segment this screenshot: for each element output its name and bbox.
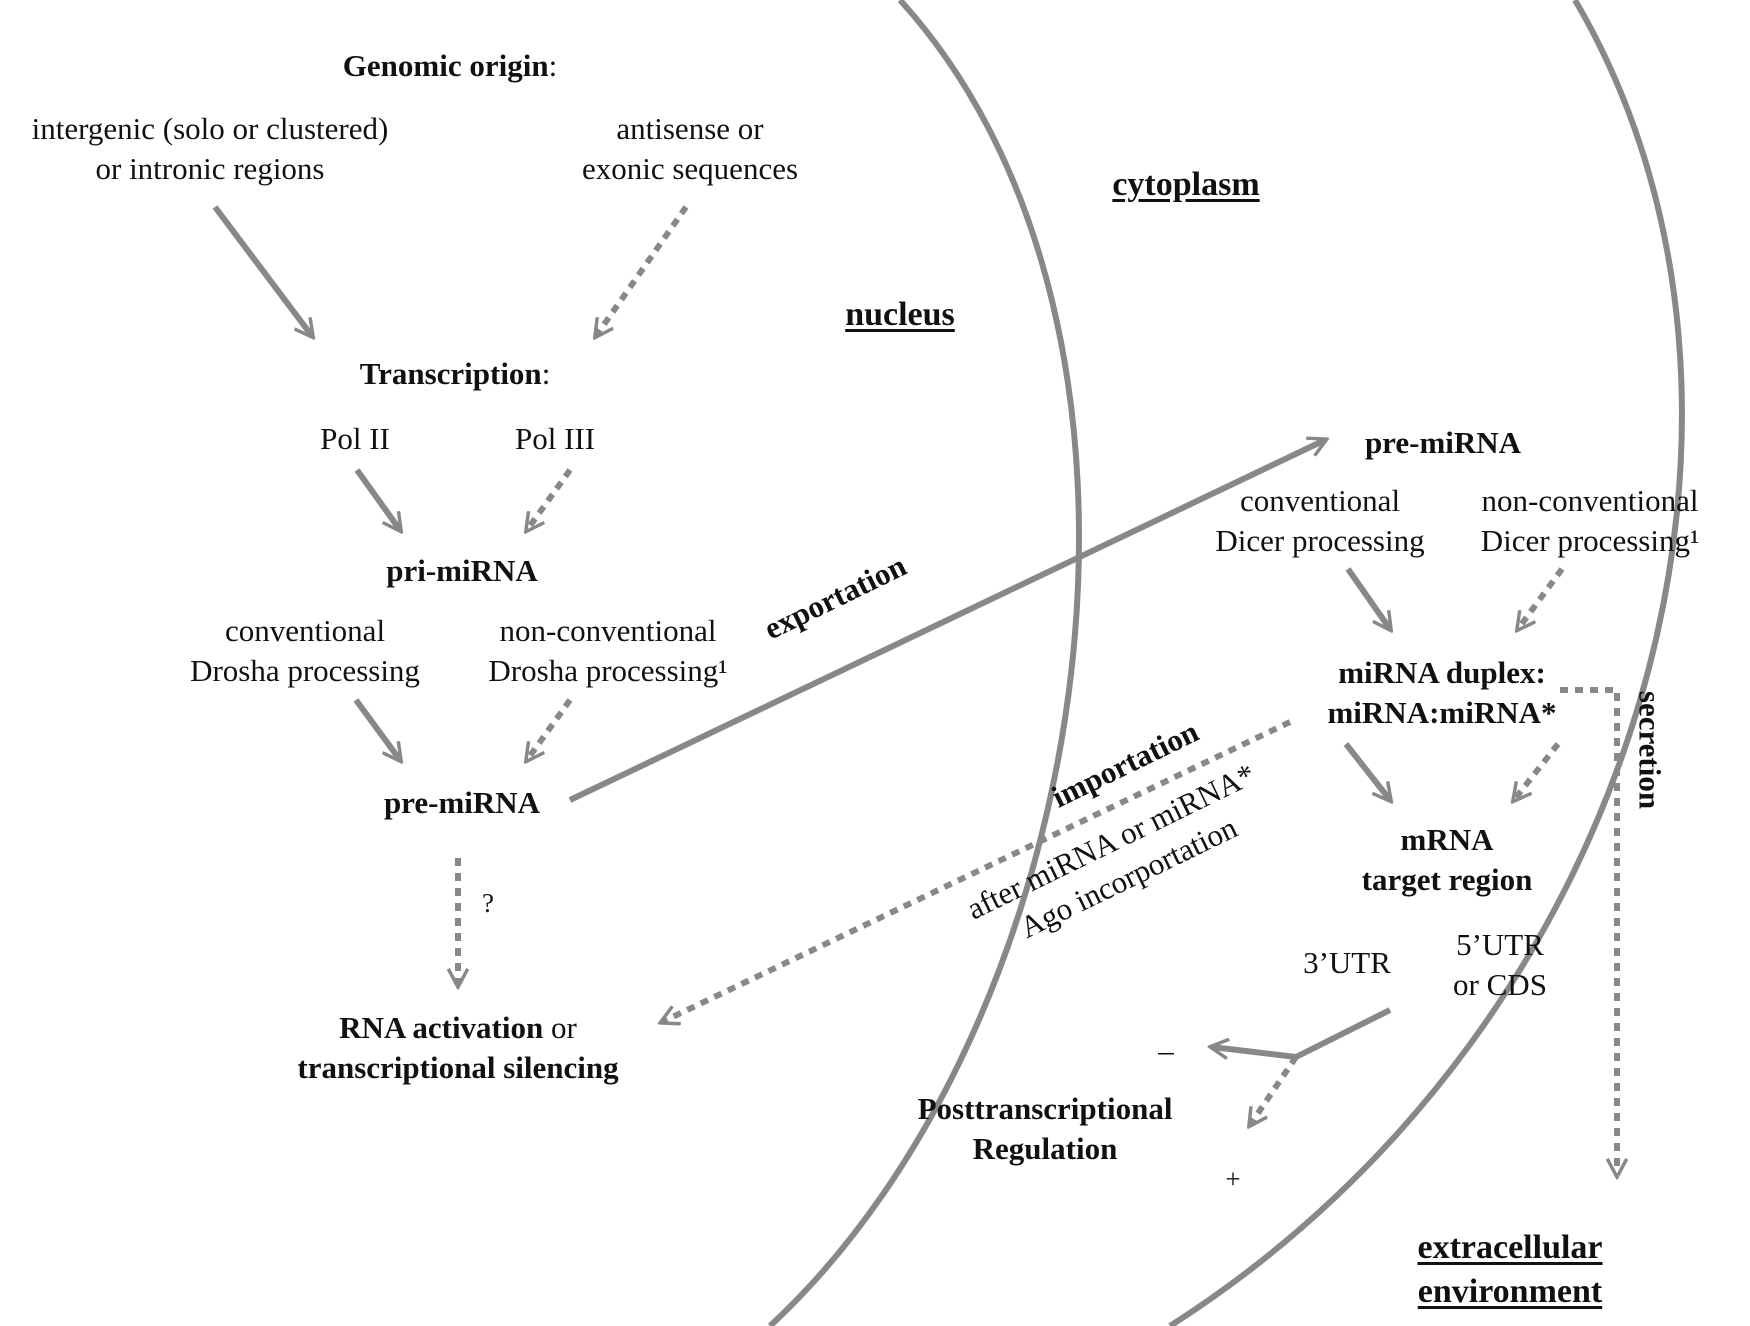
rna-activation-label: RNA activation or transcriptional silenc… (297, 1010, 619, 1086)
conventional-dicer-label: conventional Dicer processing (1215, 483, 1425, 559)
arrow-importation (662, 719, 1292, 1022)
extracellular-environment-label: extracellular environment (1417, 1226, 1602, 1314)
arrow-intergenic-to-transcription (212, 205, 312, 336)
nuclear-envelope-arc (767, 0, 1082, 1326)
arrow-negative-regulation (1212, 1047, 1297, 1060)
pol2-label: Pol II (320, 421, 390, 456)
arrow-pol2-to-pri-mirna (354, 468, 400, 530)
utr5-cds-label: 5’UTR or CDS (1453, 927, 1547, 1003)
transcription-heading: Transcription: (359, 356, 551, 391)
utr3-label: 3’UTR (1303, 945, 1391, 980)
pre-mirna-cytoplasm-label: pre-miRNA (1364, 425, 1522, 460)
arrow-antisense-to-transcription (596, 205, 689, 336)
extracellular-line1: extracellular (1417, 1229, 1603, 1266)
negative-regulation-sign: – (1158, 1033, 1174, 1068)
pri-mirna-label: pri-miRNA (386, 553, 538, 588)
intergenic-origin-label: intergenic (solo or clustered) or intron… (31, 111, 389, 187)
secretion-label: secretion (1632, 690, 1668, 810)
cytoplasm-label: cytoplasm (1112, 166, 1260, 203)
arrow-conv-dicer-to-duplex (1345, 567, 1390, 629)
nonconventional-drosha-label: non-conventional Drosha processing¹ (488, 613, 728, 689)
arrow-duplex-to-mrna (1343, 742, 1390, 800)
mrna-target-label: mRNA target region (1361, 822, 1533, 898)
conventional-drosha-label: conventional Drosha processing (190, 613, 420, 689)
mirna-duplex-label: miRNA duplex: miRNA:miRNA* (1327, 655, 1557, 731)
arrow-positive-regulation (1250, 1055, 1299, 1125)
pol3-label: Pol III (514, 421, 596, 456)
plasma-membrane-arc (1168, 0, 1685, 1326)
arrow-secretion (1560, 687, 1617, 1175)
arrow-pol3-to-pri-mirna (527, 468, 573, 530)
arrow-nonconv-dicer-to-duplex (1518, 567, 1565, 629)
arrow-nonconv-drosha-to-pre-mirna (527, 698, 573, 760)
pre-mirna-nuclear-label: pre-miRNA (383, 785, 541, 820)
extracellular-line2: environment (1417, 1273, 1603, 1311)
nucleus-label: nucleus (845, 296, 955, 333)
arrow-conv-drosha-to-pre-mirna (353, 698, 400, 760)
antisense-origin-label: antisense or exonic sequences (581, 111, 799, 187)
posttranscriptional-regulation-label: Posttranscriptional Regulation (917, 1091, 1173, 1167)
genomic-origin-heading: Genomic origin: (342, 48, 558, 83)
positive-regulation-sign: + (1225, 1164, 1241, 1194)
arrow-duplex-star-to-mrna (1514, 742, 1561, 800)
arrow-exportation (568, 440, 1325, 803)
arrow-target-stem (1294, 1007, 1392, 1060)
unknown-mechanism-label: ? (482, 888, 494, 918)
nonconventional-dicer-label: non-conventional Dicer processing¹ (1480, 483, 1700, 559)
